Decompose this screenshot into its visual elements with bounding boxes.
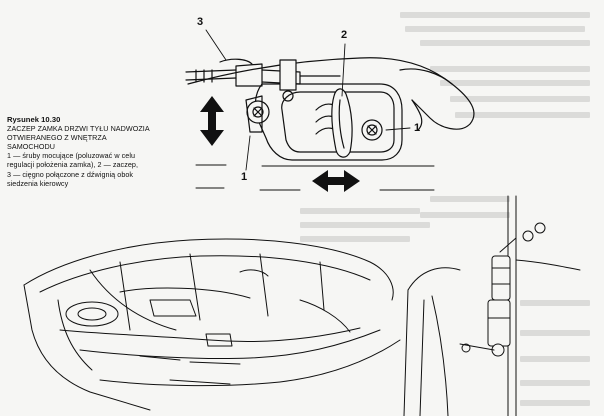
legend-line-1: 1 — śruby mocujące (poluzować w celu [7, 151, 136, 161]
car-body-interior-drawing [23, 238, 401, 411]
callout-1-right: 1 [414, 122, 421, 134]
legend-line-2: regulacji położenia zamka), 2 — zaczep, [7, 160, 138, 170]
callout-1-bottom: 1 [241, 171, 248, 183]
figure-title: Rysunek 10.30 [7, 115, 61, 124]
gas-strut-drawing [403, 195, 581, 416]
figure-heading-line-1: ZACZEP ZAMKA DRZWI TYŁU NADWOZIA [7, 124, 150, 134]
left-right-arrow-icon [312, 170, 360, 192]
figure-heading-line-2: OTWIERANEGO Z WNĘTRZA [7, 133, 107, 143]
callout-2: 2 [341, 29, 348, 41]
legend-line-3: 3 — cięgno połączone z dźwignią obok [7, 169, 134, 179]
figure-heading-line-3: SAMOCHODU [7, 142, 55, 152]
figure-caption: Rysunek 10.30 ZACZEP ZAMKA DRZWI TYŁU NA… [7, 115, 207, 188]
legend-line-4: siedzenia kierowcy [7, 178, 69, 188]
callout-3: 3 [197, 16, 204, 28]
latch-assembly-drawing [185, 29, 475, 191]
up-down-arrow-icon [200, 96, 224, 146]
